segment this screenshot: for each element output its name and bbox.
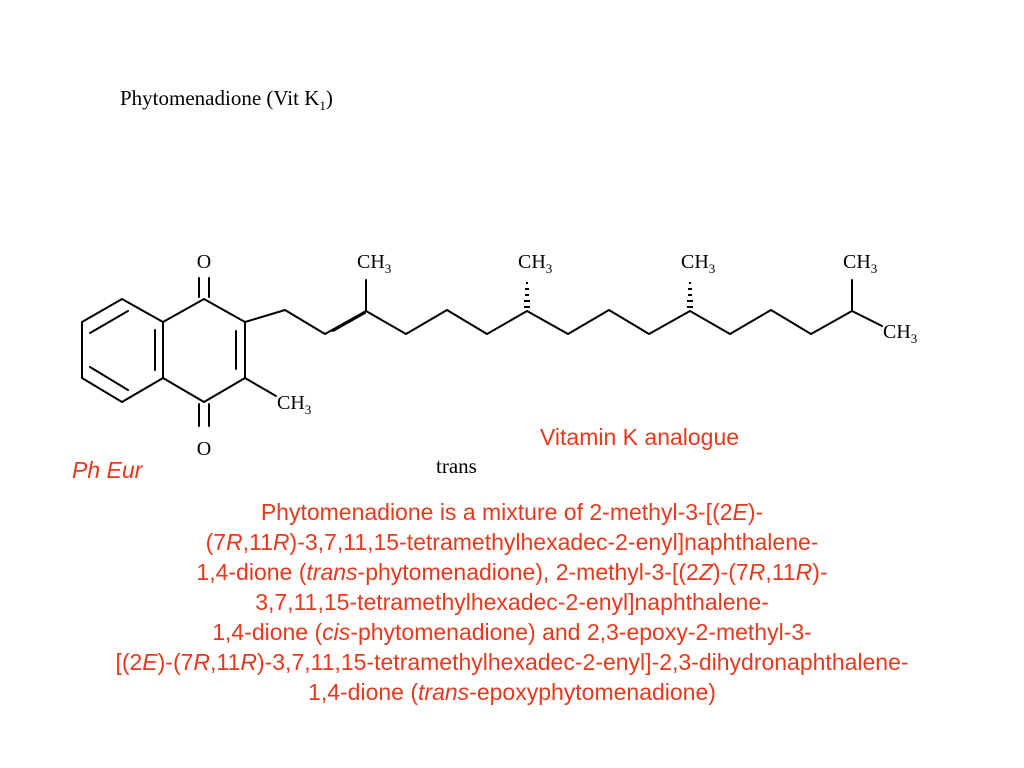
atom-methyl-c15: CH3 [843,251,877,276]
phytyl-side-chain [244,279,883,335]
atom-methyl-c11: CH3 [681,251,715,276]
description-text: Phytomenadione is a mixture of 2-methyl-… [12,497,1012,707]
description-line: 1,4-dione (cis-phytomenadione) and 2,3-e… [212,619,812,645]
stereo-hash-bond-c11 [687,282,693,308]
atom-methyl-c7: CH3 [518,251,552,276]
page-title: Phytomenadione (Vit K1) [120,86,333,114]
stereo-hash-bond-c7 [524,282,530,308]
atom-methyl-c3: CH3 [357,251,391,276]
description-line: (7R,11R)-3,7,11,15-tetramethylhexadec-2-… [205,529,819,555]
atom-oxygen-top: O [197,251,211,273]
vitamin-k-analogue-label: Vitamin K analogue [540,424,740,450]
description-line: [(2E)-(7R,11R)-3,7,11,15-tetramethylhexa… [115,649,909,675]
atom-oxygen-bottom: O [197,438,211,460]
description-line: 3,7,11,15-tetramethylhexadec-2-enyl]naph… [255,589,769,615]
atom-methyl-terminal: CH3 [883,321,917,346]
phytomenadione-structure: O O CH3 CH3 CH3 CH3 CH3 CH3 [81,251,917,460]
title-close: ) [325,86,333,110]
atom-methyl-ring: CH3 [277,392,311,417]
quinone-ring [162,277,277,427]
description-line: Phytomenadione is a mixture of 2-methyl-… [260,499,764,525]
description-line: 1,4-dione (trans-epoxyphytomenadione) [308,679,716,705]
benzene-ring [81,298,164,403]
ph-eur-label: Ph Eur [72,457,143,483]
trans-label: trans [436,454,477,478]
title-text: Phytomenadione (Vit K [120,86,320,110]
description-line: 1,4-dione (trans-phytomenadione), 2-meth… [196,559,828,585]
title-subscript: 1 [319,98,326,114]
